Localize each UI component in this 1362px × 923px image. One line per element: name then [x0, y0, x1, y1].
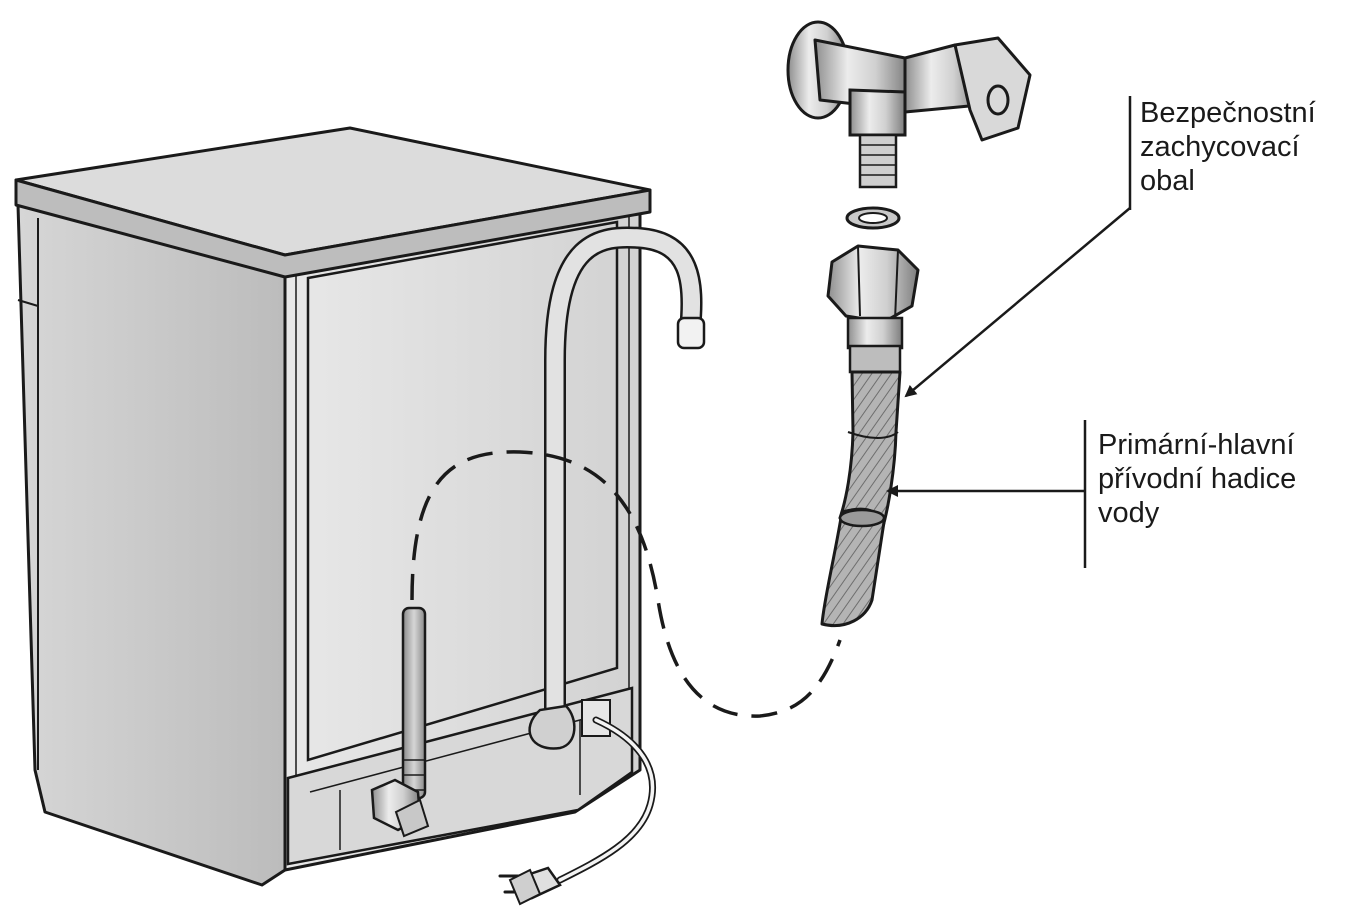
safety-casing-label: Bezpečnostní zachycovací obal [1140, 96, 1316, 198]
tap-handle [903, 36, 1032, 142]
machine-inlet-pipe [370, 606, 430, 838]
safety-casing-label-line: obal [1140, 165, 1195, 197]
cabinet-back-inset [306, 220, 619, 762]
primary-hose-label-line: přívodní hadice [1098, 463, 1297, 495]
primary-water-hose [820, 507, 886, 627]
tap-threaded-outlet [858, 133, 898, 189]
connector-hex-nut [826, 244, 920, 324]
power-plug-icon [498, 866, 562, 906]
inlet-elbow-nut [370, 778, 430, 838]
callout-primary-hose [886, 420, 1087, 568]
primary-hose-label-line: Primární-hlavní [1098, 429, 1295, 461]
primary-hose-label: Primární-hlavní přívodní hadice vody [1098, 428, 1296, 530]
power-cord [498, 699, 657, 906]
water-tap [786, 20, 1032, 189]
hose-routing-dashed-line [410, 450, 842, 718]
cabinet-worktop-edge [14, 178, 652, 279]
sealing-washer [845, 206, 901, 230]
primary-hose-label-line: vody [1098, 497, 1160, 529]
safety-casing-sleeve [838, 370, 902, 532]
callout-safety-casing [904, 96, 1132, 398]
safety-casing-label-line: zachycovací [1140, 131, 1300, 163]
hose-connector [826, 244, 920, 374]
drain-hose [528, 226, 706, 750]
safety-casing-label-line: Bezpečnostní [1140, 97, 1316, 129]
cabinet-side-panel [16, 203, 287, 887]
